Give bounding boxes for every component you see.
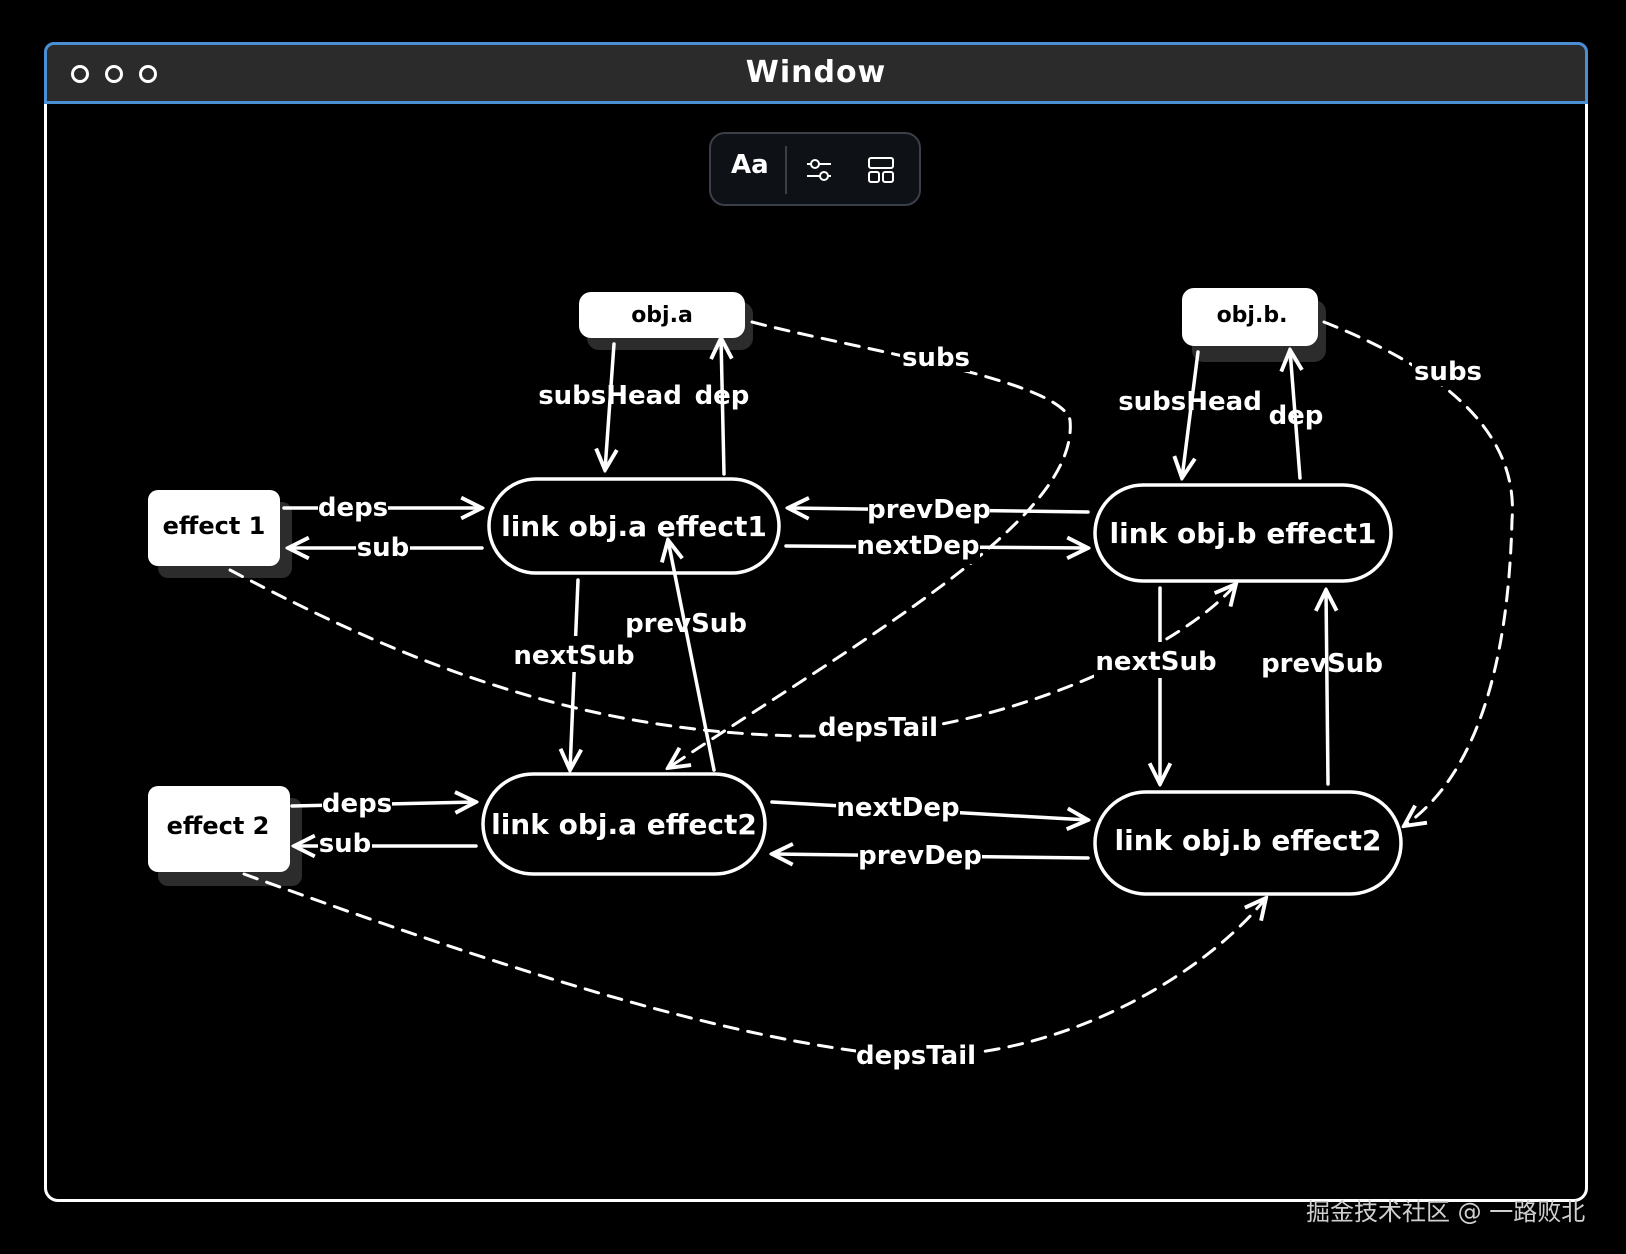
label-nextsub-a: nextSub (513, 641, 634, 671)
prevdep-1-label-bg (868, 490, 990, 526)
edge-subs-a (668, 320, 1072, 768)
edge-subshead-b (1182, 350, 1200, 478)
edge-prevsub-b (1326, 590, 1328, 786)
window-close-icon[interactable] (71, 65, 89, 83)
edge-dep-a (721, 338, 724, 476)
nextsub-b-label-bg (1094, 642, 1218, 678)
watermark: 掘金技术社区 @ 一路败北 (1306, 1198, 1586, 1226)
label-subs-b: subs (1414, 357, 1482, 387)
label-depstail-1: depsTail (818, 713, 938, 743)
label-sub-2: sub (319, 829, 372, 859)
window-maximize-icon[interactable] (139, 65, 157, 83)
node-link-b1[interactable] (1093, 483, 1393, 583)
node-obj-b-label: obj.b. (1217, 303, 1288, 328)
label-prevdep-1: prevDep (867, 495, 991, 525)
node-link-b1-label: link obj.b effect1 (1110, 517, 1377, 550)
label-subs-a: subs (902, 343, 970, 373)
label-dep-b: dep (1269, 401, 1324, 431)
font-button[interactable]: Aa (731, 150, 769, 180)
label-prevsub-a: prevSub (625, 609, 747, 639)
label-nextdep-1: nextDep (856, 531, 979, 561)
deps-2-label-bg (322, 786, 392, 822)
edge-depstail-2 (242, 872, 1266, 1059)
node-effect2-label: effect 2 (167, 812, 270, 840)
node-obj-a-label: obj.a (631, 303, 693, 328)
label-nextdep-2: nextDep (836, 793, 959, 823)
label-subshead-b: subsHead (1118, 387, 1262, 417)
subs-a-label-bg (900, 338, 970, 372)
subs-b-label-bg (1412, 352, 1482, 386)
sub-1-label-bg (356, 530, 410, 566)
nextsub-a-label-bg (512, 636, 636, 672)
edge-dep-b (1290, 350, 1300, 480)
node-link-b2-label: link obj.b effect2 (1115, 824, 1382, 857)
deps-1-label-bg (318, 490, 388, 526)
node-effect1-label: effect 1 (163, 512, 266, 540)
edge-depstail-1 (228, 568, 1236, 738)
node-link-a2[interactable] (481, 772, 767, 876)
label-depstail-2: depsTail (856, 1041, 976, 1071)
label-sub-1: sub (357, 533, 410, 563)
label-deps-2: deps (322, 789, 392, 819)
edge-nextsub-a (570, 578, 578, 770)
node-link-b2[interactable] (1093, 790, 1403, 896)
node-effect2[interactable] (148, 786, 290, 872)
title-bar: Window (44, 42, 1588, 104)
prevdep-2-label-bg (858, 838, 982, 874)
toolbar: Aa (709, 132, 921, 206)
node-link-a1-label: link obj.a effect1 (501, 510, 767, 543)
edge-subshead-a (605, 342, 614, 470)
layout-icon[interactable] (865, 154, 897, 186)
label-dep-a: dep (695, 381, 750, 411)
window-title: Window (745, 55, 887, 90)
nextdep-1-label-bg (856, 528, 980, 564)
toolbar-divider (785, 146, 787, 194)
label-prevdep-2: prevDep (858, 841, 982, 871)
label-nextsub-b: nextSub (1095, 647, 1216, 677)
depstail-1-label-bg (818, 708, 940, 744)
label-prevsub-b: prevSub (1261, 649, 1383, 679)
label-deps-1: deps (318, 493, 388, 523)
node-link-a1[interactable] (487, 477, 781, 575)
node-obj-a[interactable] (579, 292, 745, 338)
node-link-a2-label: link obj.a effect2 (491, 808, 757, 841)
window-minimize-icon[interactable] (105, 65, 123, 83)
sub-2-label-bg (318, 826, 372, 862)
nextdep-2-label-bg (836, 790, 960, 826)
sliders-icon[interactable] (803, 154, 835, 186)
node-effect1[interactable] (148, 490, 280, 566)
label-subshead-a: subsHead (538, 381, 682, 411)
node-obj-b[interactable] (1182, 288, 1318, 346)
depstail-2-label-bg (856, 1036, 978, 1072)
